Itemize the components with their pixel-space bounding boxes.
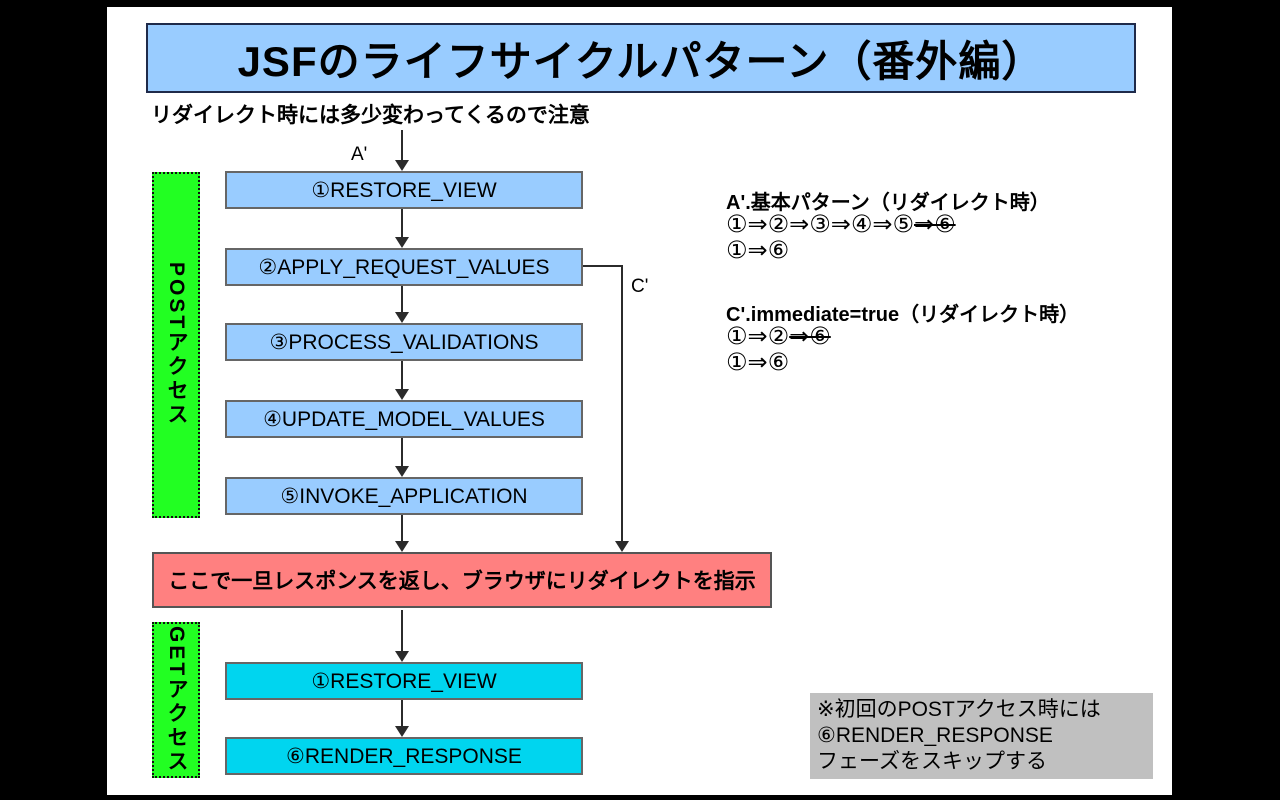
phase-box-restore-view-get: ①RESTORE_VIEW [225, 662, 583, 700]
subtitle-note: リダイレクト時には多少変わってくるので注意 [151, 104, 590, 127]
pattern-a-heading: A'.基本パターン（リダイレクト時） [726, 192, 1050, 214]
arrow-head-icon [615, 541, 629, 552]
pattern-c-line-2: ①⇒⑥ [726, 349, 790, 376]
flow-label-a-prime: A' [351, 144, 368, 165]
pattern-a-line-1-struck: ⇒⑥ [914, 211, 956, 238]
arrow-1-2 [395, 209, 409, 248]
pattern-c-line-1: ①⇒②⇒⑥ [726, 324, 831, 349]
arrow-2-3 [395, 286, 409, 323]
phase-box-process-validations: ③PROCESS_VALIDATIONS [225, 323, 583, 361]
page-title-text: JSFのライフサイクルパターン（番外編） [237, 37, 1045, 85]
skip-note-line-3: フェーズをスキップする [817, 750, 1047, 773]
skip-note-line-1: ※初回のPOSTアクセス時には [817, 698, 1101, 721]
skip-note-line-2: ⑥RENDER_RESPONSE [817, 724, 1053, 747]
branch-line-horizontal [583, 265, 623, 267]
arrow-shaft [401, 361, 403, 391]
skip-note-box: ※初回のPOSTアクセス時には ⑥RENDER_RESPONSE フェーズをスキ… [810, 693, 1153, 779]
pattern-a-line-1: ①⇒②⇒③⇒④⇒⑤⇒⑥ [726, 212, 956, 237]
arrow-head-icon [395, 541, 409, 552]
phase-box-restore-view: ①RESTORE_VIEW [225, 171, 583, 209]
arrow-head-icon [395, 160, 409, 171]
arrow-redirect-get [395, 610, 409, 662]
arrow-shaft [401, 209, 403, 239]
phase-box-invoke-application: ⑤INVOKE_APPLICATION [225, 477, 583, 515]
arrow-head-icon [395, 237, 409, 248]
arrow-head-icon [395, 389, 409, 400]
arrow-4-5 [395, 438, 409, 477]
phase-box-update-model-values: ④UPDATE_MODEL_VALUES [225, 400, 583, 438]
arrow-shaft [401, 610, 403, 653]
arrow-entry [395, 130, 409, 171]
arrow-shaft [401, 515, 403, 543]
arrow-head-icon [395, 466, 409, 477]
arrow-head-icon [395, 312, 409, 323]
arrow-head-icon [395, 651, 409, 662]
arrow-shaft [401, 130, 403, 162]
arrow-get-1-6 [395, 700, 409, 737]
pattern-a-line-2: ①⇒⑥ [726, 237, 790, 264]
flow-label-c-prime: C' [631, 276, 649, 297]
pattern-c-line-1-struck: ⇒⑥ [789, 323, 831, 350]
pattern-a-line-1-normal: ①⇒②⇒③⇒④⇒⑤ [726, 211, 915, 238]
arrow-5-redirect [395, 515, 409, 552]
arrow-3-4 [395, 361, 409, 400]
arrow-shaft [401, 700, 403, 728]
page-title: JSFのライフサイクルパターン（番外編） [146, 23, 1136, 93]
arrow-shaft [401, 438, 403, 468]
pattern-c-heading: C'.immediate=true（リダイレクト時） [726, 304, 1080, 326]
redirect-response-box: ここで一旦レスポンスを返し、ブラウザにリダイレクトを指示 [152, 552, 772, 608]
phase-box-render-response: ⑥RENDER_RESPONSE [225, 737, 583, 775]
arrow-head-icon [395, 726, 409, 737]
lane-post-access: POSTアクセス [152, 172, 200, 518]
branch-line-vertical [621, 265, 623, 543]
lane-get-access: GETアクセス [152, 622, 200, 778]
pattern-c-line-1-normal: ①⇒② [726, 323, 790, 350]
phase-box-apply-request-values: ②APPLY_REQUEST_VALUES [225, 248, 583, 286]
arrow-shaft [401, 286, 403, 314]
